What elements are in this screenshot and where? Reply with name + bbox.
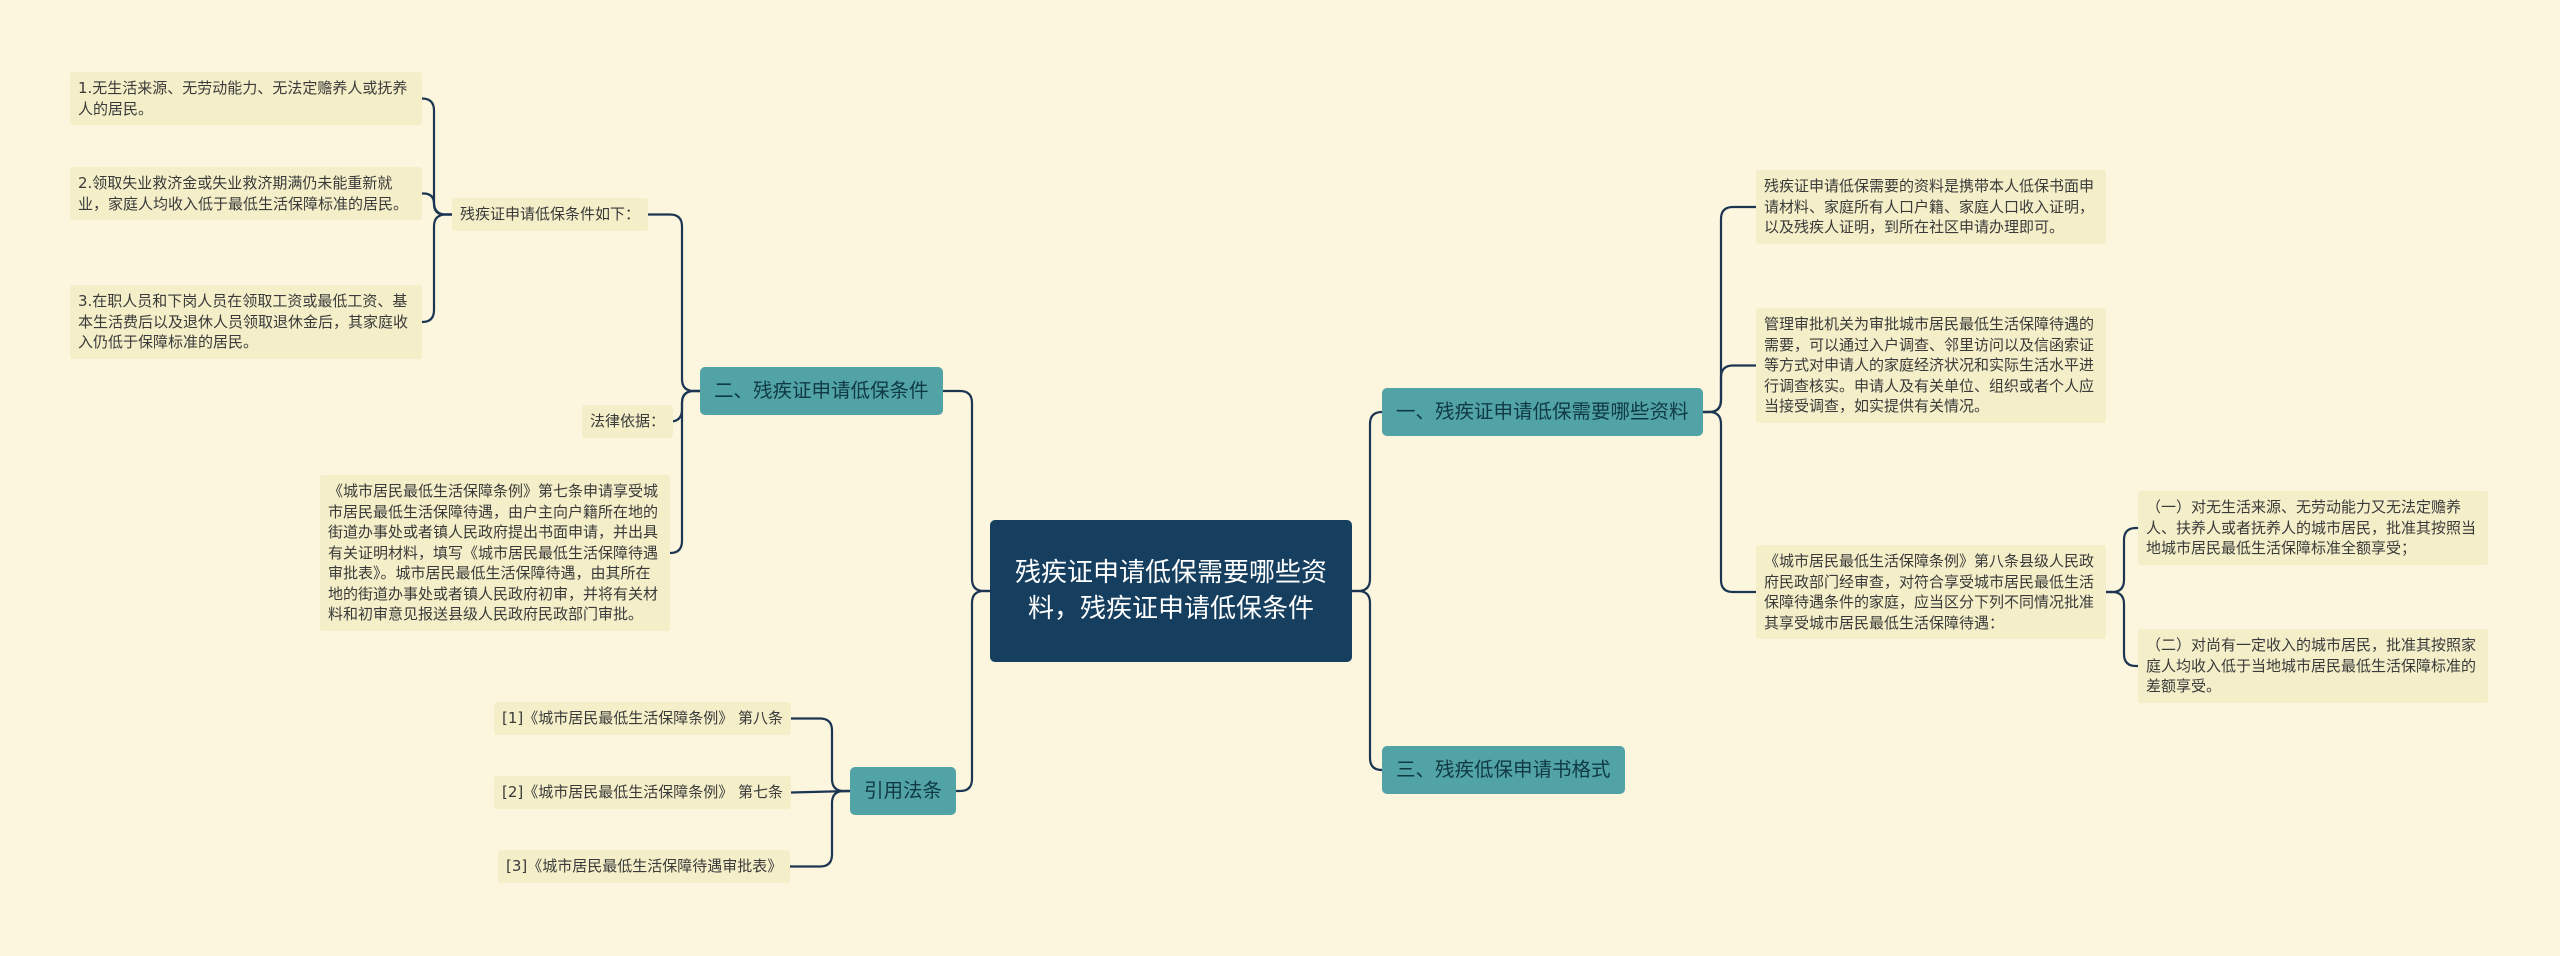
connector-item2	[422, 192, 452, 216]
branch-conditions-label: 二、残疾证申请低保条件	[714, 379, 929, 402]
branch-format-label: 三、残疾低保申请书格式	[1396, 758, 1611, 781]
branch-laws-label: 引用法条	[864, 779, 943, 802]
condition-item-3-text: 3.在职人员和下岗人员在领取工资或最低工资、基本生活费后以及退休人员领取退休金后…	[78, 292, 409, 351]
connector-conditions	[943, 389, 990, 593]
materials-review-note[interactable]: 管理审批机关为审批城市居民最低生活保障待遇的需要，可以通过入户调查、邻里访问以及…	[1756, 308, 2106, 423]
root-topic[interactable]: 残疾证申请低保需要哪些资料，残疾证申请低保条件	[990, 520, 1352, 662]
connector-case2	[2106, 590, 2138, 668]
connector-case1	[2106, 526, 2138, 594]
condition-item-2[interactable]: 2.领取失业救济金或失业救济期满仍未能重新就业，家庭人均收入低于最低生活保障标准…	[70, 167, 422, 220]
branch-format[interactable]: 三、残疾低保申请书格式	[1382, 746, 1625, 794]
article8-text: 《城市居民最低生活保障条例》第八条县级人民政府民政部门经审查，对符合享受城市居民…	[1764, 552, 2095, 632]
case2-text: （二）对尚有一定收入的城市居民，批准其按照家庭人均收入低于当地城市居民最低生活保…	[2146, 636, 2477, 695]
connector-ref3	[790, 789, 850, 868]
branch-conditions[interactable]: 二、残疾证申请低保条件	[700, 367, 943, 415]
case1-note[interactable]: （一）对无生活来源、无劳动能力又无法定赡养人、扶养人或者抚养人的城市居民，批准其…	[2138, 491, 2488, 565]
legal-basis-text: 法律依据：	[590, 412, 666, 430]
condition-item-1-text: 1.无生活来源、无劳动能力、无法定赡养人或抚养人的居民。	[78, 79, 408, 118]
law-ref-3-text: [3]《城市居民最低生活保障待遇审批表》	[506, 857, 783, 875]
condition-item-2-text: 2.领取失业救济金或失业救济期满仍未能重新就业，家庭人均收入低于最低生活保障标准…	[78, 174, 409, 213]
conditions-header-note[interactable]: 残疾证申请低保条件如下：	[452, 198, 649, 231]
materials-review-text: 管理审批机关为审批城市居民最低生活保障待遇的需要，可以通过入户调查、邻里访问以及…	[1764, 315, 2095, 415]
materials-intro-note[interactable]: 残疾证申请低保需要的资料是携带本人低保书面申请材料、家庭所有人口户籍、家庭人口收…	[1756, 170, 2106, 244]
law-ref-1[interactable]: [1]《城市居民最低生活保障条例》 第八条	[494, 702, 792, 735]
connector-article8	[1703, 410, 1756, 594]
condition-item-1[interactable]: 1.无生活来源、无劳动能力、无法定赡养人或抚养人的居民。	[70, 72, 422, 125]
root-topic-label: 残疾证申请低保需要哪些资料，残疾证申请低保条件	[1014, 558, 1327, 624]
article7-note[interactable]: 《城市居民最低生活保障条例》第七条申请享受城市居民最低生活保障待遇，由户主向户籍…	[320, 475, 670, 631]
connector-ref1	[791, 717, 850, 793]
article7-text: 《城市居民最低生活保障条例》第七条申请享受城市居民最低生活保障待遇，由户主向户籍…	[328, 482, 659, 623]
conditions-header-text: 残疾证申请低保条件如下：	[460, 205, 641, 223]
connector-item1	[421, 97, 452, 216]
connector-materials	[1352, 410, 1383, 593]
case2-note[interactable]: （二）对尚有一定收入的城市居民，批准其按照家庭人均收入低于当地城市居民最低生活保…	[2138, 629, 2488, 703]
branch-laws[interactable]: 引用法条	[850, 767, 957, 815]
law-ref-2[interactable]: [2]《城市居民最低生活保障条例》 第七条	[494, 776, 792, 809]
branch-materials[interactable]: 一、残疾证申请低保需要哪些资料	[1382, 388, 1703, 436]
connector-intro	[1703, 205, 1756, 414]
connector-review	[1703, 364, 1756, 414]
legal-basis-note[interactable]: 法律依据：	[582, 405, 674, 438]
connector-cond-header	[648, 213, 700, 393]
branch-materials-label: 一、残疾证申请低保需要哪些资料	[1396, 400, 1689, 423]
case1-text: （一）对无生活来源、无劳动能力又无法定赡养人、扶养人或者抚养人的城市居民，批准其…	[2146, 498, 2477, 557]
connector-format	[1352, 589, 1383, 772]
law-ref-1-text: [1]《城市居民最低生活保障条例》 第八条	[502, 709, 784, 727]
article8-note[interactable]: 《城市居民最低生活保障条例》第八条县级人民政府民政部门经审查，对符合享受城市居民…	[1756, 545, 2106, 639]
connector-item3	[421, 213, 452, 324]
connector-laws	[956, 589, 990, 793]
connector-article7	[669, 389, 700, 555]
condition-item-3[interactable]: 3.在职人员和下岗人员在领取工资或最低工资、基本生活费后以及退休人员领取退休金后…	[70, 285, 422, 359]
law-ref-2-text: [2]《城市居民最低生活保障条例》 第七条	[502, 783, 784, 801]
law-ref-3[interactable]: [3]《城市居民最低生活保障待遇审批表》	[498, 850, 791, 883]
materials-intro-text: 残疾证申请低保需要的资料是携带本人低保书面申请材料、家庭所有人口户籍、家庭人口收…	[1764, 177, 2095, 236]
